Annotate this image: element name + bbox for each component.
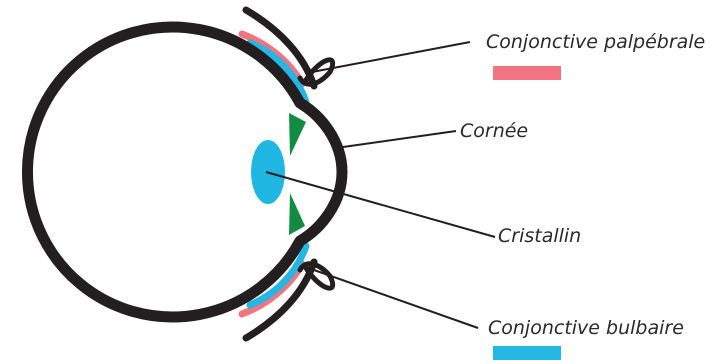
- bulbar-conjunctiva-lower: [246, 242, 310, 309]
- legend-swatch-bulbar: [493, 346, 561, 360]
- leader-line-bulbar: [313, 269, 479, 329]
- leader-line-cornea: [335, 130, 457, 149]
- leader-line-lens: [265, 171, 496, 238]
- leader-lines: [265, 41, 496, 329]
- label-cornee: Cornée: [460, 120, 528, 142]
- iris-upper-wedge: [289, 113, 306, 156]
- iris: [289, 113, 306, 235]
- label-cristallin: Cristallin: [498, 225, 581, 247]
- label-conjonctive-palpebrale: Conjonctive palpébrale: [486, 31, 705, 53]
- label-conjonctive-bulbaire: Conjonctive bulbaire: [488, 317, 684, 339]
- eyeball-outline: [22, 21, 348, 323]
- leader-line-palpebral: [311, 41, 471, 73]
- iris-lower-wedge: [289, 193, 305, 235]
- bulbar-conjunctiva: [246, 39, 310, 309]
- bulbar-conjunctiva-upper: [246, 39, 310, 106]
- legend-swatch-palpebral: [493, 66, 561, 80]
- upper-eyelid-fold: [297, 57, 336, 87]
